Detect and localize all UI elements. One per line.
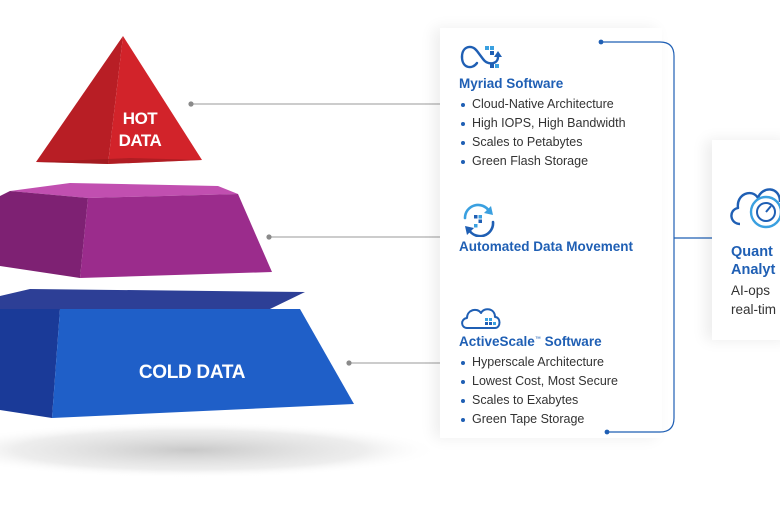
quantum-panel (712, 140, 780, 340)
quantum-desc-line1: AI-ops (731, 283, 771, 298)
myriad-title: Myriad Software (459, 76, 564, 91)
quantum-title-line1: Quant (731, 244, 773, 260)
list-item: Hyperscale Architecture (459, 353, 618, 372)
warm-tier-front (80, 194, 272, 278)
hot-tier-front (108, 36, 202, 164)
cold-data-tier: COLD DATA (0, 289, 354, 418)
warm-connector-dot (266, 234, 272, 240)
cold-tier-front (52, 309, 354, 418)
trademark-symbol: ™ (534, 336, 541, 343)
list-item: Cloud-Native Architecture (459, 95, 626, 114)
quantum-title: Quant Analyt (731, 243, 775, 279)
movement-title: Automated Data Movement (459, 239, 634, 254)
activescale-name: ActiveScale (459, 334, 535, 349)
myriad-arrows-grid-icon (460, 45, 502, 69)
list-item: Green Tape Storage (459, 410, 618, 429)
quantum-title-line2: Analyt (731, 262, 776, 278)
cloud-gauge-icon (730, 188, 780, 229)
hot-tier-left (36, 36, 123, 164)
list-item: Scales to Petabytes (459, 133, 626, 152)
circular-arrows-grid-icon (463, 203, 495, 237)
cold-tier-top (0, 289, 305, 309)
cloud-grid-icon (461, 308, 501, 329)
quantum-description: AI-ops real-tim (731, 281, 776, 319)
quantum-desc-line2: real-tim (731, 302, 777, 317)
warm-tier-top (10, 183, 238, 198)
list-item: Green Flash Storage (459, 152, 626, 171)
hot-data-tier: HOT DATA (36, 36, 202, 164)
warm-data-tier (0, 183, 272, 278)
hot-data-label-line2: DATA (119, 131, 162, 150)
hot-tier-base (36, 158, 202, 164)
list-item: Lowest Cost, Most Secure (459, 372, 618, 391)
myriad-section: Myriad Software Cloud-Native Architectur… (459, 40, 626, 171)
list-item: High IOPS, High Bandwidth (459, 114, 626, 133)
activescale-section: ActiveScale™ Software Hyperscale Archite… (459, 298, 618, 429)
hot-connector-dot (188, 101, 194, 107)
movement-section: Automated Data Movement (459, 203, 633, 254)
cold-tier-left (0, 309, 60, 418)
activescale-suffix: Software (540, 334, 602, 349)
myriad-bullet-list: Cloud-Native Architecture High IOPS, Hig… (459, 95, 626, 171)
list-item: Scales to Exabytes (459, 391, 618, 410)
cold-connector-dot (346, 360, 352, 366)
connector-lines (188, 101, 440, 366)
activescale-title: ActiveScale™ Software (459, 334, 618, 349)
warm-tier-left (0, 191, 88, 278)
hot-data-label-line1: HOT (123, 109, 159, 128)
pyramid-shadow (0, 422, 440, 478)
activescale-bullet-list: Hyperscale Architecture Lowest Cost, Mos… (459, 353, 618, 429)
cold-data-label: COLD DATA (139, 362, 246, 383)
